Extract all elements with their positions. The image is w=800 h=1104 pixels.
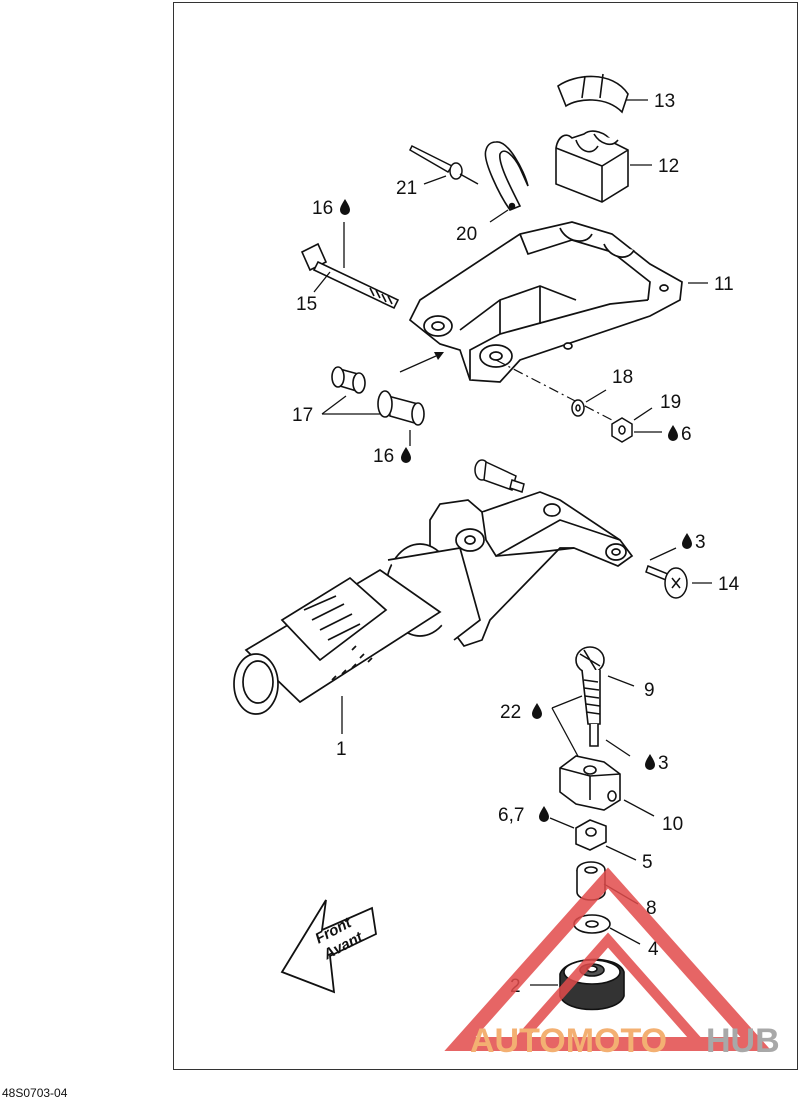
callout-22: 22 (500, 702, 521, 723)
callout-12: 12 (658, 156, 679, 177)
watermark: AUTOMOTO HUB (444, 867, 780, 1060)
callout-6-7: 6,7 (498, 805, 524, 826)
callout-1: 1 (336, 739, 347, 760)
callout-5: 5 (642, 852, 653, 873)
diagram-frame (173, 2, 798, 1070)
callout-4: 4 (648, 939, 659, 960)
callout-16-bottom: 16 (373, 446, 394, 467)
callout-14: 14 (718, 574, 740, 595)
drop-icon (532, 703, 542, 719)
clevis-10 (559, 755, 621, 811)
callout-6: 6 (681, 424, 692, 445)
washer-4 (573, 914, 611, 934)
drop-icon (401, 447, 411, 463)
pin-21 (409, 144, 479, 185)
drop-icon (340, 199, 350, 215)
callout-19: 19 (660, 392, 681, 413)
bushing-block-12 (555, 130, 629, 203)
front-direction-arrow: Front Avant (280, 899, 377, 994)
nut-19 (611, 417, 633, 443)
callout-8: 8 (646, 898, 657, 919)
support-bracket-11 (408, 221, 683, 383)
clamp-20 (484, 141, 529, 211)
callout-11: 11 (714, 274, 734, 295)
bushing-17 (331, 366, 425, 426)
callout-18: 18 (612, 367, 633, 388)
callout-9: 9 (644, 680, 655, 701)
callout-20: 20 (456, 224, 477, 245)
watermark-text-part1: AUTOMOTO (470, 1022, 667, 1060)
callout-15: 15 (296, 294, 317, 315)
ball-stud-9 (575, 646, 605, 747)
bolt-15 (300, 242, 400, 310)
callout-3-bottom: 3 (658, 753, 669, 774)
figure-code: 48S0703-04 (2, 1086, 68, 1100)
bolt-14 (645, 565, 688, 599)
callout-21: 21 (396, 178, 417, 199)
watermark-text-part2: HUB (706, 1022, 780, 1060)
pin-upper (474, 459, 525, 493)
drop-icon (539, 806, 549, 822)
steering-column-1 (233, 491, 634, 715)
drop-icon (668, 425, 678, 441)
callout-3-top: 3 (695, 532, 706, 553)
callout-17: 17 (292, 405, 313, 426)
callout-labels: 13 12 21 16 20 11 15 18 19 17 6 16 3 14 … (292, 91, 740, 997)
callout-13: 13 (654, 91, 675, 112)
drop-icon (682, 533, 692, 549)
callout-16-top: 16 (312, 198, 333, 219)
bushing-half-13 (557, 73, 629, 114)
nut-6-7 (575, 819, 607, 851)
drop-icon (645, 754, 655, 770)
washer-18 (571, 399, 585, 417)
callout-10: 10 (662, 814, 683, 835)
